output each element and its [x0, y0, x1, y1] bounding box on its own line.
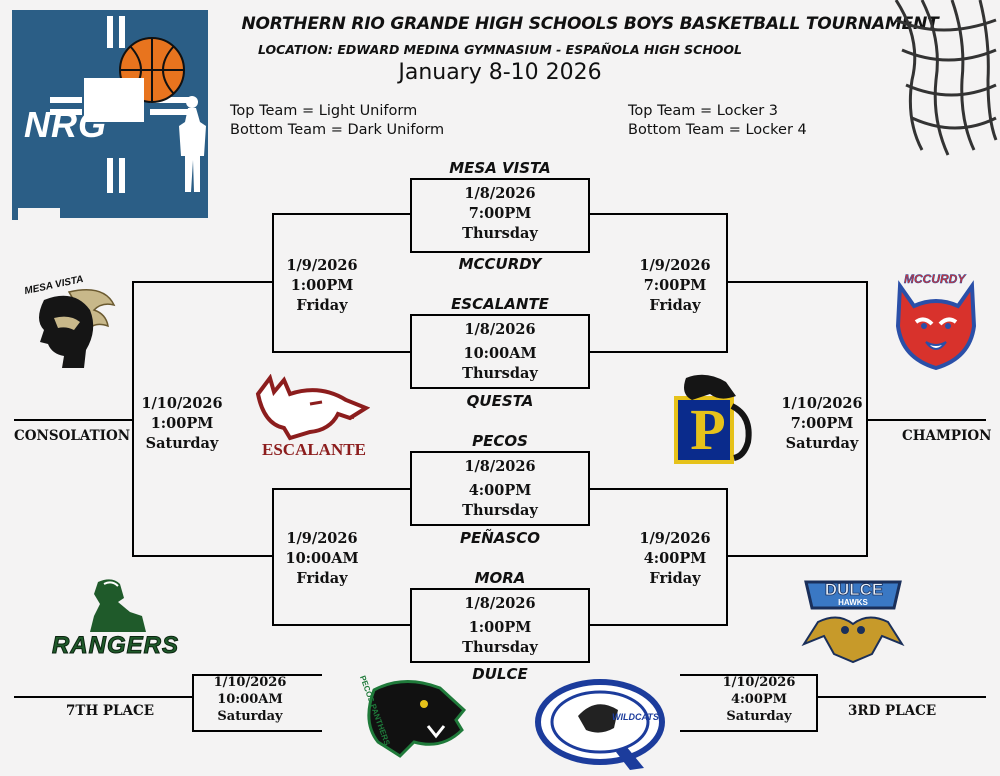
tournament-dates: January 8-10 2026	[398, 60, 602, 85]
pecos-logo: P	[656, 372, 760, 468]
semi-cons-top-time: 1:00PM	[290, 277, 354, 294]
championship-final-info: 1/10/2026 7:00PM Saturday	[732, 394, 912, 454]
mccurdy-logo: MCCURDY	[890, 266, 982, 371]
semi-champ-top-info: 1/9/2026 7:00PM Friday	[585, 256, 765, 316]
semi-champ-top-date: 1/9/2026	[639, 257, 711, 274]
champion-label: CHAMPION	[902, 428, 992, 444]
game-box-1	[410, 178, 590, 253]
tournament-location: LOCATION: EDWARD MEDINA GYMNASIUM - ESPA…	[257, 42, 743, 57]
mesa-vista-logo: MESA VISTA	[14, 270, 124, 375]
consolation-label: CONSOLATION	[14, 428, 131, 444]
dulce-logo-subtext: HAWKS	[838, 598, 868, 607]
third-day: Saturday	[726, 709, 792, 724]
semi-champ-top-day: Friday	[649, 297, 701, 314]
consolation-final-date: 1/10/2026	[141, 395, 223, 412]
team-1-label: MESA VISTA	[449, 159, 551, 177]
third-place-label: 3RD PLACE	[848, 703, 937, 719]
game-2-day: Thursday	[462, 365, 538, 382]
escalante-logo-text: ESCALANTE	[262, 440, 366, 459]
semi-cons-bottom-date: 1/9/2026	[286, 530, 358, 547]
game-2-info: 1/8/2026 10:00AM Thursday	[410, 320, 590, 384]
game-4-info: 1/8/2026 1:00PM Thursday	[410, 594, 590, 658]
nrg-logo: NRG	[10, 8, 220, 224]
basketball-net-icon	[892, 0, 1000, 160]
semi-cons-top-date: 1/9/2026	[286, 257, 358, 274]
game-2-time: 10:00AM	[463, 345, 537, 362]
game-1-time: 7:00PM	[468, 205, 532, 222]
tournament-title: NORTHERN RIO GRANDE HIGH SCHOOLS BOYS BA…	[241, 14, 939, 34]
locker-top-text: Top Team = Locker 3	[628, 103, 779, 119]
game-1-info: 1/8/2026 7:00PM Thursday	[410, 184, 590, 244]
semi-cons-bottom-info: 1/9/2026 10:00AM Friday	[232, 529, 412, 589]
game-4-time: 1:00PM	[468, 619, 532, 636]
third-place-info: 1/10/2026 4:00PM Saturday	[669, 674, 849, 725]
team-4-label: QUESTA	[466, 392, 534, 410]
game-4-day: Thursday	[462, 639, 538, 656]
game-1-day: Thursday	[462, 225, 538, 242]
mccurdy-logo-text: MCCURDY	[904, 272, 966, 287]
game-3-date: 1/8/2026	[464, 458, 536, 475]
semi-champ-bottom-date: 1/9/2026	[639, 530, 711, 547]
seventh-place-label: 7TH PLACE	[66, 703, 155, 719]
pecos-panthers-logo: PECOS PANTHERS	[344, 670, 472, 768]
seventh-place-info: 1/10/2026 10:00AM Saturday	[160, 674, 340, 725]
dulce-logo: DULCE HAWKS	[798, 578, 908, 668]
semi-champ-bottom-time: 4:00PM	[643, 550, 707, 567]
locker-bottom-text: Bottom Team = Locker 4	[628, 122, 807, 138]
game-3-day: Thursday	[462, 502, 538, 519]
championship-final-date: 1/10/2026	[781, 395, 863, 412]
semi-cons-top-day: Friday	[296, 297, 348, 314]
semi-cons-bottom-day: Friday	[296, 570, 348, 587]
game-2-date: 1/8/2026	[464, 321, 536, 338]
third-date: 1/10/2026	[722, 675, 796, 690]
rangers-logo-text: RANGERS	[51, 632, 180, 660]
semi-champ-bottom-info: 1/9/2026 4:00PM Friday	[585, 529, 765, 589]
pecos-logo-letter: P	[690, 397, 726, 462]
rangers-logo: RANGERS	[50, 576, 186, 664]
team-8-label: DULCE	[472, 665, 528, 683]
team-6-label: PEÑASCO	[460, 529, 540, 547]
championship-final-day: Saturday	[785, 435, 859, 452]
seventh-time: 10:00AM	[217, 692, 283, 707]
team-2-label: MCCURDY	[458, 255, 542, 273]
game-box-4	[410, 588, 590, 663]
third-time: 4:00PM	[730, 692, 788, 707]
semi-cons-top-info: 1/9/2026 1:00PM Friday	[232, 256, 412, 316]
semi-champ-bottom-day: Friday	[649, 570, 701, 587]
game-box-2	[410, 314, 590, 389]
nrg-logo-text: NRG	[24, 104, 107, 145]
semi-cons-bottom-time: 10:00AM	[285, 550, 359, 567]
uniform-bottom-text: Bottom Team = Dark Uniform	[230, 122, 445, 138]
semi-champ-top-time: 7:00PM	[643, 277, 707, 294]
consolation-final-time: 1:00PM	[150, 415, 214, 432]
uniform-top-text: Top Team = Light Uniform	[230, 103, 418, 119]
team-5-label: PECOS	[472, 432, 528, 450]
uniform-info: Top Team = Light Uniform Bottom Team = D…	[230, 102, 444, 140]
escalante-logo: ESCALANTE	[250, 373, 371, 464]
team-3-label: ESCALANTE	[451, 295, 549, 313]
championship-final-time: 7:00PM	[790, 415, 854, 432]
seventh-date: 1/10/2026	[213, 675, 287, 690]
wildcats-logo-text: WILDCATS	[612, 712, 659, 722]
game-3-info: 1/8/2026 4:00PM Thursday	[410, 457, 590, 521]
consolation-final-info: 1/10/2026 1:00PM Saturday	[92, 394, 272, 454]
dulce-logo-text: DULCE	[824, 580, 884, 600]
seventh-day: Saturday	[217, 709, 283, 724]
game-1-date: 1/8/2026	[464, 185, 536, 202]
game-3-time: 4:00PM	[468, 482, 532, 499]
locker-info: Top Team = Locker 3 Bottom Team = Locker…	[628, 102, 807, 140]
wildcats-logo: WILDCATS	[534, 676, 672, 772]
consolation-final-day: Saturday	[145, 435, 219, 452]
team-7-label: MORA	[474, 569, 526, 587]
game-box-3	[410, 451, 590, 526]
game-4-date: 1/8/2026	[464, 595, 536, 612]
